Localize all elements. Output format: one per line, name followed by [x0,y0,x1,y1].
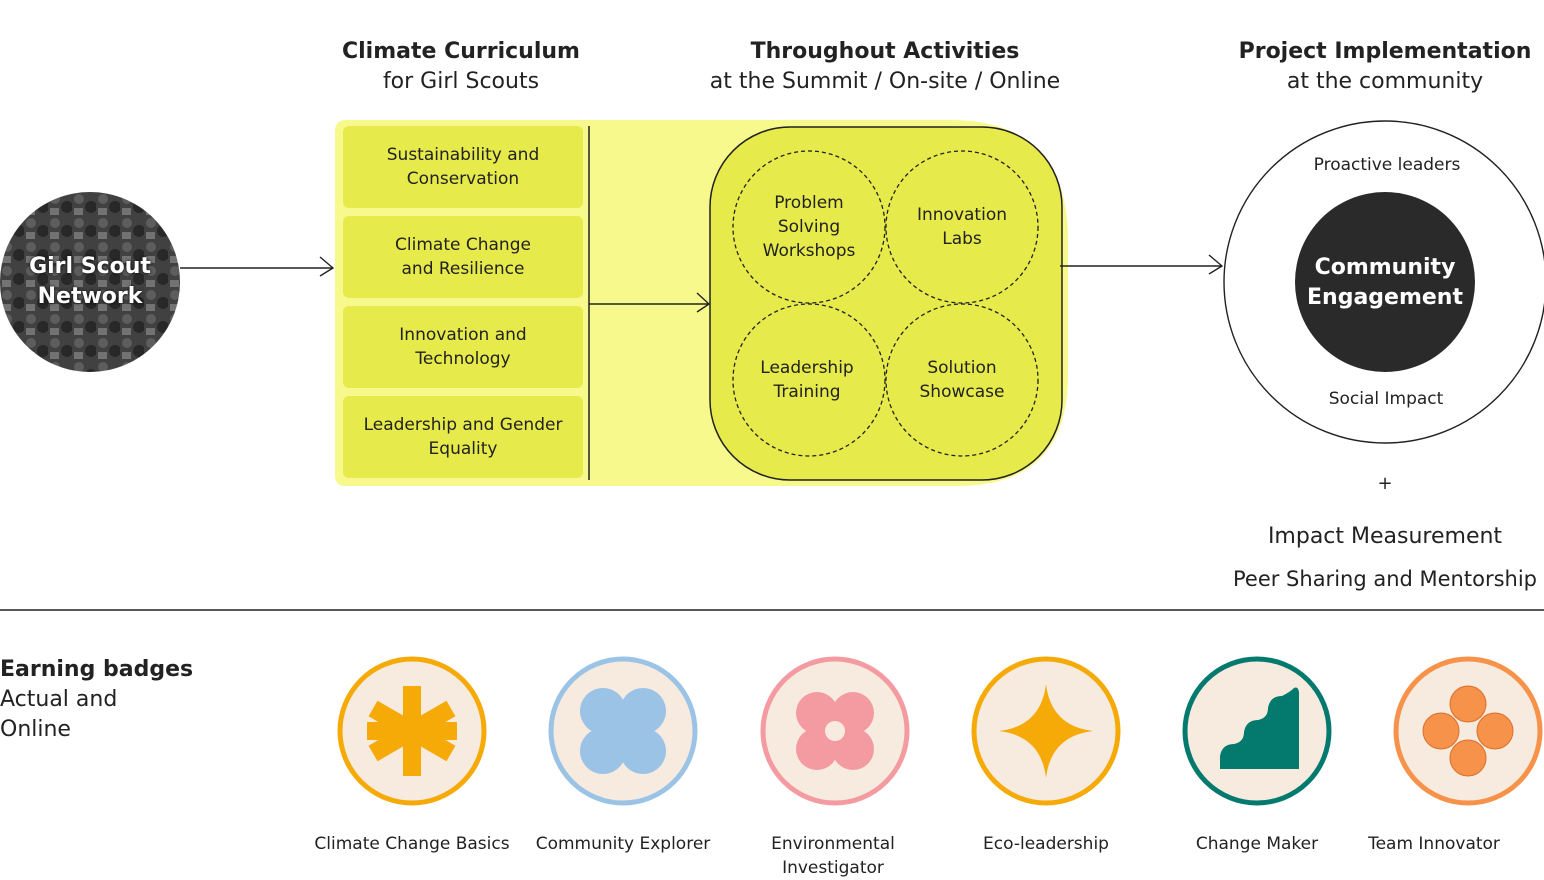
network-photo-tint [0,192,180,372]
quatrefoil-icon [580,688,666,774]
community-engagement-core [1295,192,1475,372]
implementation-header: Project Implementation at the community [1235,37,1535,97]
activities-subtitle: at the Summit / On-site / Online [709,69,1061,94]
badge-community-explorer [548,656,698,806]
activities-title: Throughout Activities [750,39,1020,64]
badge-label-change-maker: Change Maker [1195,834,1319,854]
activity-circle-innovation-labs [885,150,1039,304]
network-label: Girl Scout Network [29,254,151,309]
badge-label-eco-leadership: Eco-leadership [983,834,1109,854]
arrow-curriculum-to-activities [589,292,711,313]
badges-subtitle-line1: Actual and [0,687,118,712]
curriculum-subtitle: for Girl Scouts [382,69,540,94]
badge-environmental-investigator [760,656,910,806]
badges-section-header: Earning badges Actual and Online [0,655,240,745]
peer-sharing-label: Peer Sharing and Mentorship [1232,567,1538,591]
four-dots-icon [1422,685,1514,777]
badge-label-environmental-investigator: Environmental Investigator [771,834,895,878]
activities-container [709,126,1063,481]
impact-measurement-label: Impact Measurement [1267,524,1503,549]
sparkle-icon [999,684,1093,778]
activity-circle-problem-solving [732,150,886,304]
wave-hill-icon [1220,687,1299,769]
activity-circle-solution-showcase [885,303,1039,457]
badge-label-community-explorer: Community Explorer [535,834,711,854]
asterisk-icon [367,686,457,776]
badge-climate-change-basics [337,656,487,806]
badge-eco-leadership [971,656,1121,806]
badge-team-innovator [1393,656,1543,806]
implementation-title: Project Implementation [1238,39,1532,64]
badge-change-maker [1182,656,1332,806]
proactive-leaders-label: Proactive leaders [1313,155,1461,175]
arrow-activities-to-implementation [1060,254,1224,275]
badges-title: Earning badges [0,657,194,682]
badges-subtitle-line2: Online [0,717,71,742]
plus-sign: + [1377,473,1393,494]
badge-label-climate-change-basics: Climate Change Basics [314,834,510,854]
social-impact-label: Social Impact [1328,389,1444,409]
activities-header: Throughout Activities at the Summit / On… [690,37,1080,97]
community-engagement-label: Community Engagement [1307,255,1463,310]
network-photo [0,192,180,372]
curriculum-header: Climate Curriculum for Girl Scouts [330,37,592,97]
curriculum-title: Climate Curriculum [342,39,580,64]
activity-circle-leadership-training [732,303,886,457]
implementation-subtitle: at the community [1286,69,1484,94]
arrow-network-to-curriculum [180,256,335,277]
flower-icon [796,692,874,770]
badge-label-team-innovator: Team Innovator [1368,834,1500,854]
